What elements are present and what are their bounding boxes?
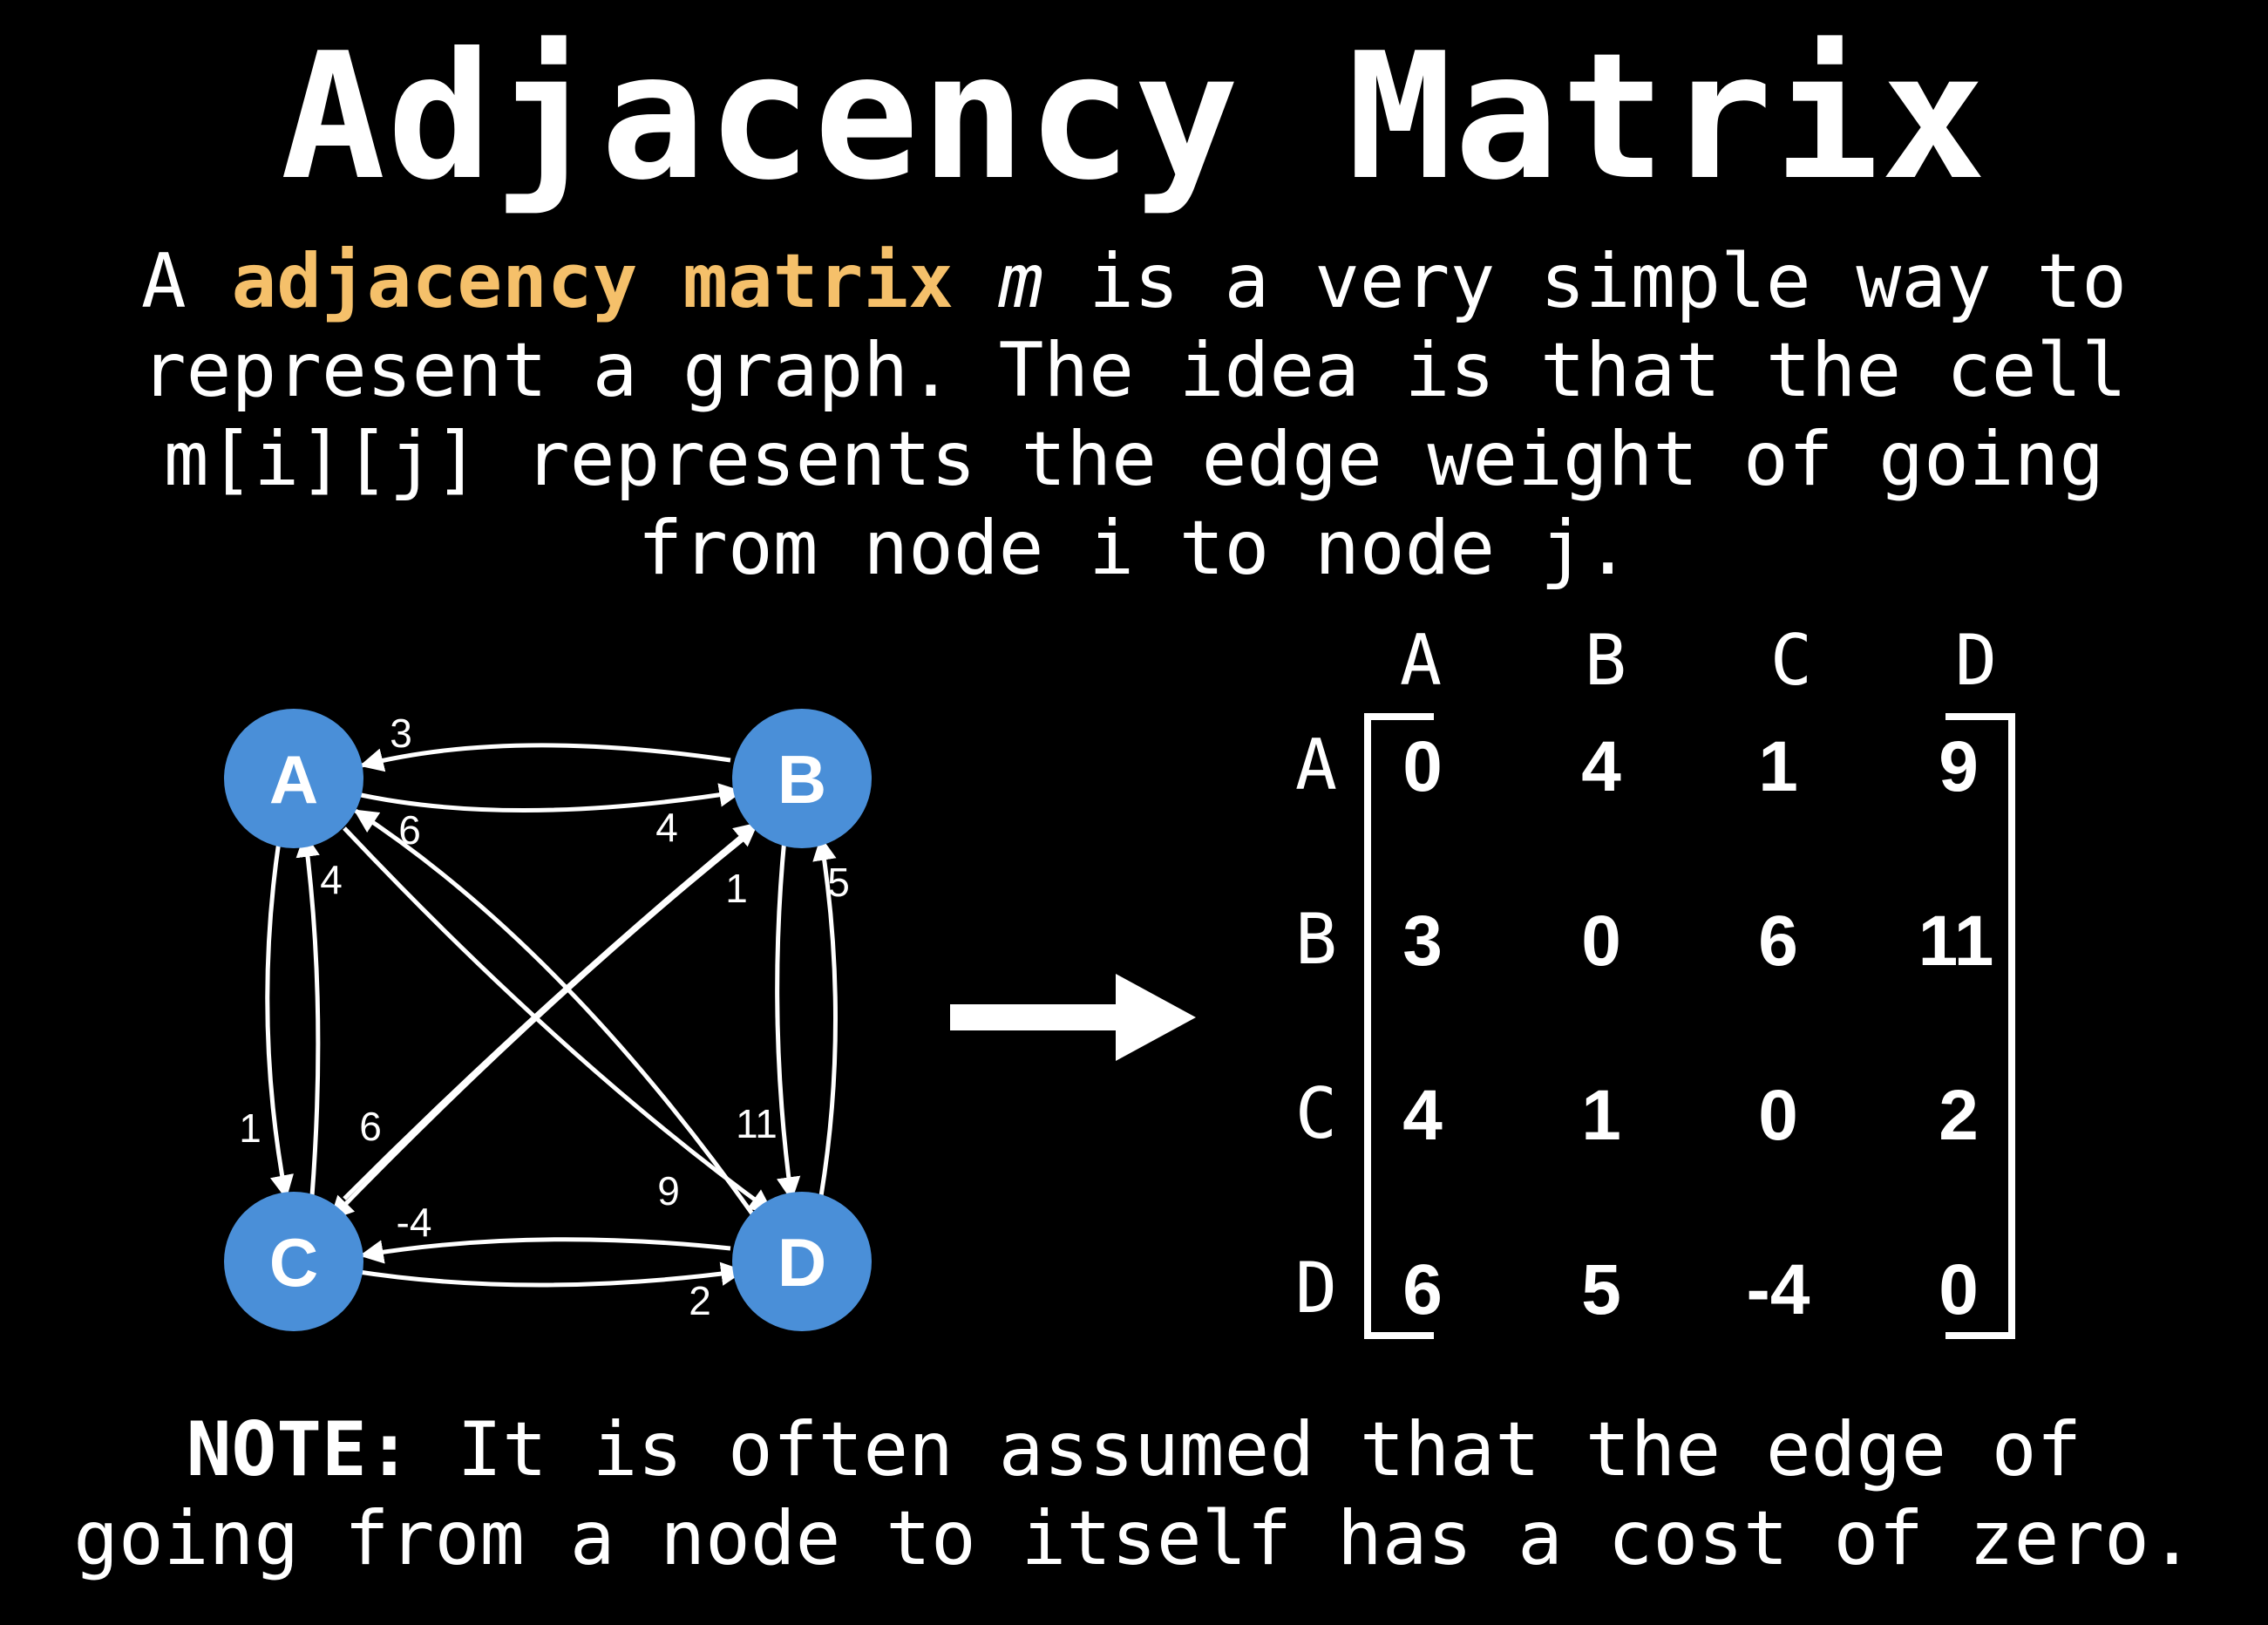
row-header: B — [1295, 899, 1337, 980]
edge-label: 3 — [390, 711, 412, 756]
matrix-cell: 4 — [1402, 1076, 1443, 1155]
matrix-cell: 1 — [1758, 727, 1798, 806]
note: NOTE: It is often assumed that the edge … — [35, 1405, 2233, 1583]
edge-a-to-c — [265, 840, 294, 1200]
description-prefix: A — [140, 238, 232, 325]
col-header: B — [1585, 620, 1626, 701]
edge-b-to-d — [775, 838, 801, 1201]
edge-b-to-c — [329, 833, 750, 1220]
matrix-cell: 2 — [1939, 1076, 1979, 1155]
matrix-cell: 11 — [1918, 901, 1994, 981]
matrix-cell: 1 — [1581, 1076, 1621, 1155]
description-line2: represent a graph. The idea is that the … — [140, 327, 2128, 414]
matrix: A B C D A B C D 0 4 1 9 3 0 6 11 4 1 0 2 — [1295, 620, 2015, 1339]
edge-c-to-a — [295, 833, 321, 1197]
note-label: NOTE: — [186, 1406, 412, 1493]
matrix-cell: 0 — [1402, 727, 1443, 806]
edge-label: 4 — [655, 805, 678, 850]
edge-label: 6 — [359, 1104, 382, 1149]
edge-a-to-d — [343, 826, 774, 1214]
row-header: D — [1295, 1248, 1337, 1329]
description: A adjacency matrix m is a very simple wa… — [70, 237, 2198, 593]
matrix-cell: 0 — [1939, 1250, 1979, 1329]
edge-d-to-a — [353, 808, 757, 1218]
matrix-cell: 4 — [1581, 727, 1621, 806]
left-bracket — [1364, 713, 1434, 1339]
edge-label: 9 — [657, 1168, 680, 1214]
matrix-cell: 3 — [1402, 901, 1443, 981]
edge-label: 5 — [827, 860, 850, 905]
right-bracket — [1945, 713, 2015, 1339]
node-d — [732, 1192, 872, 1331]
edge-b-to-a — [359, 743, 731, 772]
matrix-cell: 9 — [1939, 727, 1979, 806]
matrix-cell: 6 — [1402, 1250, 1443, 1329]
edge-label: 1 — [725, 866, 748, 911]
edge-label: 1 — [239, 1105, 261, 1151]
row-header: C — [1295, 1073, 1337, 1154]
edge-d-to-c — [359, 1237, 731, 1264]
graph-nodes — [224, 709, 872, 1331]
node-c-label: C — [269, 1224, 318, 1301]
node-b — [732, 709, 872, 848]
note-line2: going from a node to itself has a cost o… — [73, 1495, 2195, 1582]
right-arrow-icon — [950, 974, 1196, 1061]
note-line1: It is often assumed that the edge of — [411, 1406, 2082, 1493]
col-header: A — [1400, 620, 1442, 701]
description-line3: m[i][j] represents the edge weight of go… — [163, 416, 2105, 503]
node-b-label: B — [778, 741, 826, 818]
edge-c-to-d — [352, 1261, 745, 1288]
edge-a-to-b — [352, 783, 744, 812]
edge-d-to-b — [812, 836, 838, 1197]
edge-label: 4 — [320, 857, 343, 902]
node-d-label: D — [778, 1224, 826, 1301]
node-c — [224, 1192, 363, 1331]
node-a — [224, 709, 363, 848]
description-line1-rest: is a very simple way to — [1043, 238, 2128, 325]
matrix-cell: -4 — [1747, 1250, 1810, 1329]
description-line4: from node i to node j. — [637, 505, 1631, 592]
matrix-variable: m — [998, 238, 1044, 325]
col-header: C — [1770, 620, 1812, 701]
edge-label: 6 — [398, 807, 421, 853]
col-header: D — [1955, 620, 1997, 701]
term-highlight: adjacency matrix — [231, 238, 954, 325]
edge-label: 2 — [689, 1278, 711, 1323]
matrix-cell: 6 — [1758, 901, 1798, 981]
row-header: A — [1295, 724, 1337, 806]
edge-label: 11 — [736, 1101, 778, 1146]
page-title: Adjacency Matrix — [280, 16, 1988, 219]
edge-label: -4 — [397, 1200, 432, 1245]
matrix-cell: 0 — [1581, 901, 1621, 981]
matrix-cell: 5 — [1581, 1250, 1621, 1329]
node-a-label: A — [269, 741, 318, 818]
matrix-cell: 0 — [1758, 1076, 1798, 1155]
